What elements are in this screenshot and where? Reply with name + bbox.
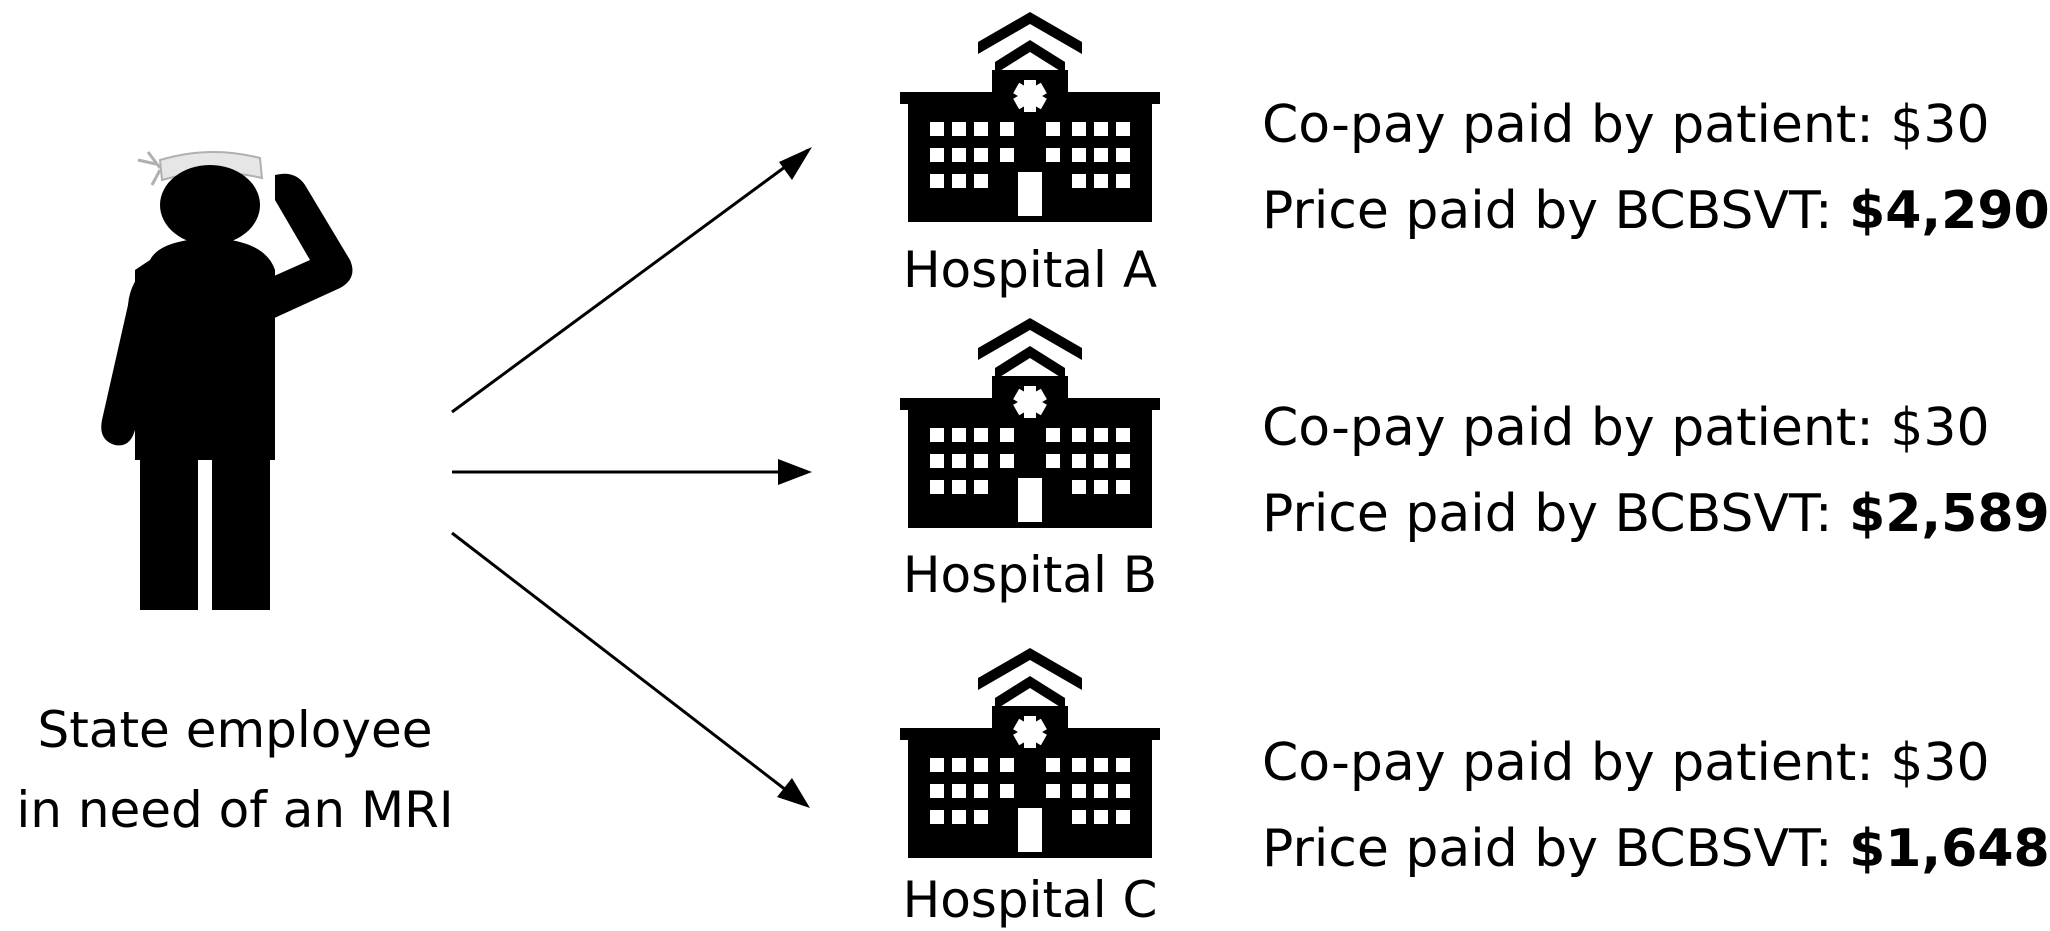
hospital-c-label: Hospital C [902,871,1158,929]
hospital-c-copay: Co-pay paid by patient: $30 [1262,720,2050,806]
hospital-b-label: Hospital B [902,546,1158,604]
copay-label: Co-pay paid by patient: [1262,398,1874,458]
copay-value: $30 [1890,733,1990,793]
hospital-b-copay: Co-pay paid by patient: $30 [1262,385,2050,471]
price-value: $4,290 [1849,181,2050,241]
price-value: $1,648 [1849,819,2050,879]
copay-label: Co-pay paid by patient: [1262,95,1874,155]
hospital-icon [900,648,1160,858]
person-caption-line2: in need of an MRI [16,781,454,839]
hospital-a-price: Price paid by BCBSVT: $4,290 [1262,168,2050,254]
person-caption-line1: State employee [37,701,433,759]
copay-value: $30 [1890,398,1990,458]
price-value: $2,589 [1849,484,2050,544]
price-label: Price paid by BCBSVT: [1262,484,1833,544]
arrow-icon [452,459,812,485]
injured-person-icon [101,150,353,610]
hospital-a-copay: Co-pay paid by patient: $30 [1262,82,2050,168]
hospital-c-price: Price paid by BCBSVT: $1,648 [1262,806,2050,892]
hospital-a-info: Co-pay paid by patient: $30 Price paid b… [1262,82,2050,254]
copay-label: Co-pay paid by patient: [1262,733,1874,793]
price-label: Price paid by BCBSVT: [1262,819,1833,879]
hospital-b-info: Co-pay paid by patient: $30 Price paid b… [1262,385,2050,557]
copay-value: $30 [1890,95,1990,155]
price-label: Price paid by BCBSVT: [1262,181,1833,241]
arrow-icon [451,531,810,808]
hospital-icon [900,318,1160,528]
hospital-a-label: Hospital A [902,241,1158,299]
hospital-icon [900,12,1160,222]
person-caption: State employee in need of an MRI [0,690,470,850]
hospital-c-info: Co-pay paid by patient: $30 Price paid b… [1262,720,2050,892]
hospital-b-price: Price paid by BCBSVT: $2,589 [1262,471,2050,557]
arrow-icon [451,147,812,414]
